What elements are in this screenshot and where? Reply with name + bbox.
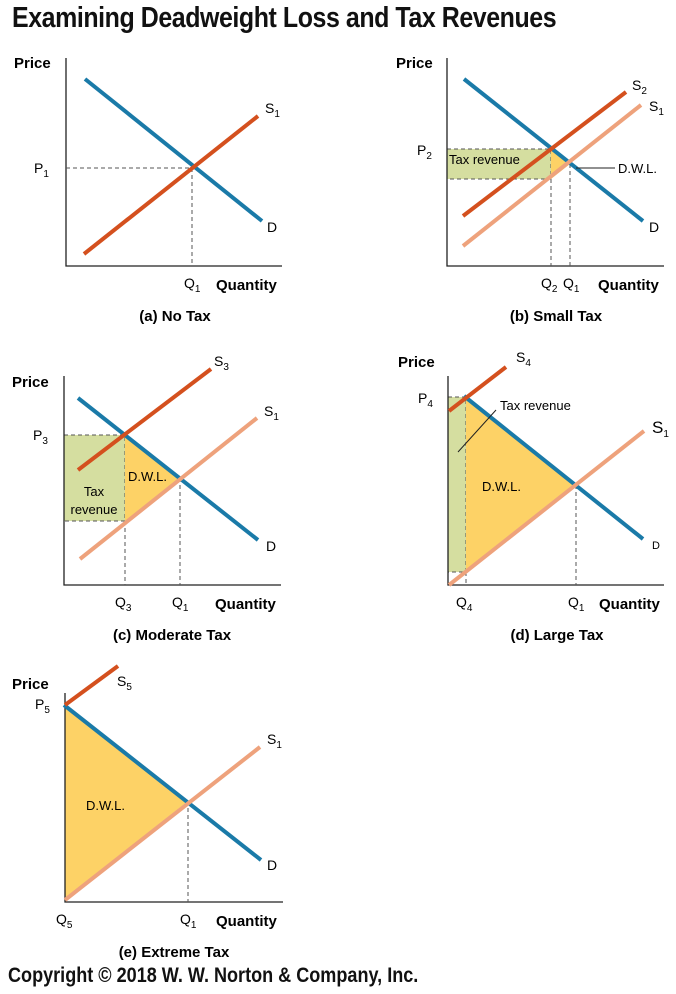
panel-e-taxed-supply-label: S5	[117, 673, 132, 693]
copyright-notice: Copyright © 2018 W. W. Norton & Company,…	[8, 964, 419, 987]
panel-c-tax-revenue-label-line1: Tax	[84, 484, 105, 499]
panel-c-dwl-label: D.W.L.	[128, 469, 167, 484]
panel-c-demand-label: D	[266, 538, 276, 554]
panel-a-price-label: P1	[34, 160, 49, 180]
panel-c-axes	[63, 376, 281, 586]
panel-b-qty-label: Q1	[563, 275, 580, 295]
panel-e-supply-label: S1	[267, 731, 282, 751]
panel-c-supply-curve	[78, 416, 259, 561]
panel-a-supply-label: S1	[265, 100, 280, 120]
panel-e-caption: (e) Extreme Tax	[119, 944, 230, 961]
panel-c-dwl-area	[125, 435, 180, 521]
panel-b-demand-label: D	[649, 219, 659, 235]
panel-d-demand-curve	[462, 394, 645, 541]
panel-d-dwl-label: D.W.L.	[482, 479, 521, 494]
panel-b-price-axis-label: Price	[396, 55, 433, 72]
panel-b-taxed-supply-label: S2	[632, 77, 647, 97]
panel-b-demand-curve	[462, 77, 645, 223]
panel-c-qty-label: Q1	[172, 594, 189, 614]
panel-d-taxed-supply-label: S4	[516, 349, 531, 369]
panel-e-dwl-area	[65, 706, 188, 899]
panel-d-taxed-supply-curve	[447, 365, 508, 413]
panel-a-guide-lines	[66, 167, 193, 266]
panel-e-demand-label: D	[267, 857, 277, 873]
panel-a-supply-curve	[82, 114, 260, 256]
panel-b-caption: (b) Small Tax	[510, 308, 603, 325]
panel-e-price-axis-label: Price	[12, 676, 49, 693]
panel-b-axes	[446, 58, 664, 267]
panel-b-quantity-axis-label: Quantity	[598, 277, 659, 294]
panel-d-axes	[447, 376, 664, 586]
panel-b-supply-curve	[461, 103, 643, 248]
panel-e-demand-curve	[62, 703, 263, 862]
panel-d-qty-taxed-label: Q4	[456, 594, 473, 614]
panel-d-large-tax: Price P4 Tax revenue D.W.L. S4 S1 D Q4 Q…	[398, 349, 669, 644]
panel-b-taxed-supply-curve	[461, 90, 628, 218]
panel-c-tax-revenue-area	[63, 434, 126, 522]
panel-c-taxed-supply-label: S3	[214, 353, 229, 373]
panel-d-price-axis-label: Price	[398, 354, 435, 371]
panel-d-supply-curve	[447, 429, 646, 587]
panel-e-quantity-axis-label: Quantity	[216, 913, 277, 930]
panel-c-caption: (c) Moderate Tax	[113, 627, 232, 644]
panel-e-supply-curve	[63, 745, 262, 902]
panel-c-demand-curve	[76, 396, 260, 542]
panel-e-price-label: P5	[35, 696, 50, 716]
panel-a-demand-label: D	[267, 219, 277, 235]
panel-c-qty-taxed-label: Q3	[115, 594, 132, 614]
panel-c-taxed-supply-curve	[76, 367, 213, 472]
panel-a-price-axis-label: Price	[14, 55, 51, 72]
panel-b-supply-label: S1	[649, 98, 664, 118]
panel-d-price-label: P4	[418, 390, 433, 410]
panel-e-extreme-tax: Price P5 D.W.L. S5 S1 D Q5 Q1 Quantity (…	[12, 664, 283, 961]
panel-a-caption: (a) No Tax	[139, 308, 211, 325]
panel-d-tax-revenue-pointer	[457, 409, 497, 453]
panel-c-supply-label: S1	[264, 403, 279, 423]
panel-d-supply-label: S1	[652, 418, 669, 440]
panel-b-price-label: P2	[417, 142, 432, 162]
panel-a-demand-curve	[83, 77, 264, 223]
panel-d-dwl-area	[466, 397, 576, 572]
panel-b-tax-revenue-label: Tax revenue	[449, 152, 520, 167]
panel-b-guide-lines	[550, 164, 571, 266]
page-title: Examining Deadweight Loss and Tax Revenu…	[12, 2, 557, 34]
panel-d-guide-lines	[465, 485, 577, 585]
panel-c-price-label: P3	[33, 427, 48, 447]
panel-d-qty-label: Q1	[568, 594, 585, 614]
panel-e-taxed-supply-curve	[63, 664, 120, 707]
panel-a-qty-label: Q1	[184, 275, 201, 295]
panel-a-no-tax: Price P1 S1 D Q1 Quantity (a) No Tax	[14, 55, 282, 325]
panel-c-quantity-axis-label: Quantity	[215, 596, 276, 613]
panel-c-price-axis-label: Price	[12, 374, 49, 391]
panel-a-quantity-axis-label: Quantity	[216, 277, 277, 294]
panel-a-axes	[65, 58, 282, 267]
panel-d-demand-label: D	[652, 540, 660, 552]
panel-b-qty-taxed-label: Q2	[541, 275, 558, 295]
panel-b-dwl-label: D.W.L.	[618, 161, 657, 176]
panel-e-qty-label: Q1	[180, 911, 197, 931]
panel-e-dwl-label: D.W.L.	[86, 798, 125, 813]
panel-c-moderate-tax: Price P3 Tax revenue D.W.L. S3 S1 D Q3 Q…	[12, 353, 281, 644]
panel-e-axes	[64, 693, 283, 903]
panel-d-tax-revenue-label: Tax revenue	[500, 398, 571, 413]
panel-c-guide-lines	[124, 478, 181, 585]
panel-d-quantity-axis-label: Quantity	[599, 596, 660, 613]
panel-b-small-tax: Price P2 Tax revenue D.W.L. S2 S1 D Q2 Q…	[396, 55, 664, 325]
panel-d-tax-revenue-area	[447, 396, 467, 573]
panel-d-caption: (d) Large Tax	[510, 627, 604, 644]
panel-e-qty-taxed-label: Q5	[56, 911, 73, 931]
panel-c-tax-revenue-label-line2: revenue	[71, 502, 118, 517]
